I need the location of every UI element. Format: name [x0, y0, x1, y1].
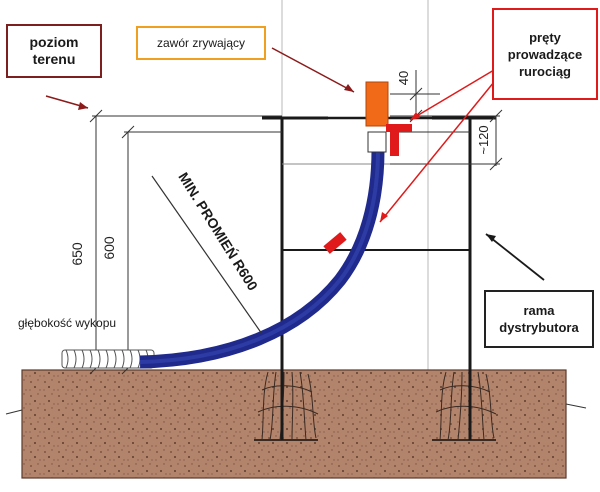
- min-radius-text: MIN. PROMIEŃ R600: [175, 169, 261, 293]
- annotation-arrows: [45, 47, 545, 281]
- guide-rod-top: [386, 124, 412, 132]
- soil-block: [5, 369, 587, 479]
- guide-rods-label-box: pręty prowadzące rurociąg: [492, 8, 598, 100]
- pipe-connector: [367, 131, 387, 153]
- ground-level-label: poziom terenu: [29, 34, 79, 67]
- right-anchor: [432, 371, 497, 441]
- dimension-120-text: ~120: [476, 125, 491, 154]
- shear-valve-label-box: zawór zrywający: [136, 26, 266, 60]
- reference-lines: [92, 93, 500, 165]
- trench-depth-label: głębokość wykopu: [18, 316, 117, 330]
- dimension-600-text: 600: [101, 236, 117, 260]
- guide-rods-label: pręty prowadzące rurociąg: [507, 29, 583, 79]
- dimension-650-text: 650: [69, 242, 85, 266]
- dispenser-frame-label-box: rama dystrybutora: [484, 290, 594, 348]
- dispenser-frame-label: rama dystrybutora: [499, 303, 579, 335]
- dimension-120: [489, 109, 503, 171]
- shear-valve: [365, 81, 389, 127]
- ground-level-label-box: poziom terenu: [6, 24, 102, 78]
- radius-leader: [151, 175, 263, 335]
- guide-rod-stem: [390, 132, 399, 156]
- shear-valve-label: zawór zrywający: [156, 36, 246, 50]
- dimension-40-text: 40: [396, 71, 411, 85]
- pipe-highlight: [139, 149, 380, 364]
- dimension-600: [121, 125, 135, 375]
- guide-rod-middle: [323, 232, 347, 254]
